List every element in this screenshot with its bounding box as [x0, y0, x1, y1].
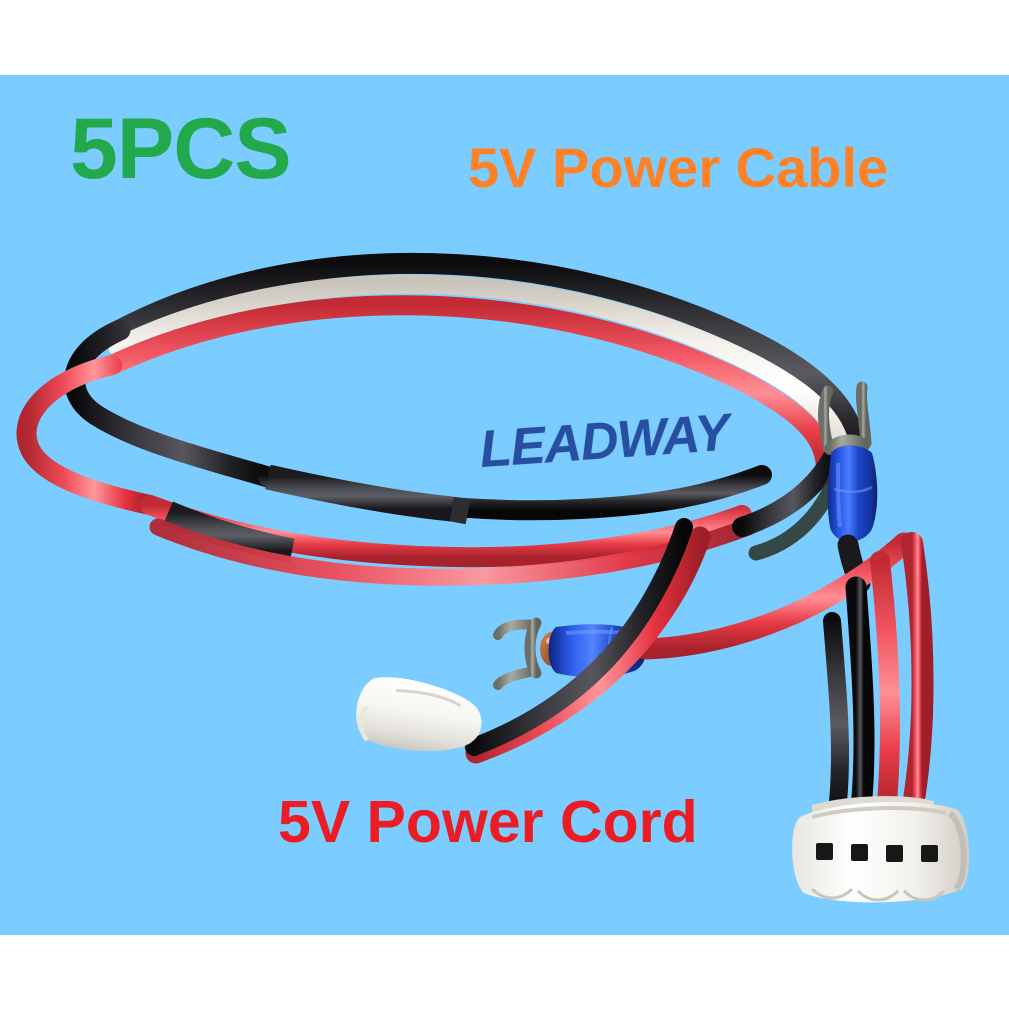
wire-black-to-upper-terminal	[732, 445, 844, 537]
wire-red-left-bend	[16, 355, 160, 515]
product-subtitle: 5V Power Cord	[278, 789, 698, 855]
wire-black-left-bend	[64, 319, 279, 488]
wire-black-to-connector	[845, 576, 875, 828]
wire-red-to-connector-inner	[870, 551, 901, 825]
wire-black-cross-down	[465, 518, 693, 756]
heatshrink-sleeve-black	[265, 464, 471, 525]
quick-disconnect-housing	[356, 677, 482, 751]
heatshrink-sleeve-red	[163, 501, 295, 564]
four-pin-connector	[792, 796, 970, 903]
cable-illustration	[16, 252, 970, 903]
wire-black-loop	[109, 252, 868, 486]
wire-black-to-connector-2	[823, 612, 850, 828]
quantity-label: 5PCS	[70, 101, 292, 197]
product-photo	[0, 75, 1009, 935]
wire-red-to-connector-outer	[901, 532, 934, 822]
wire-red-loop-top	[102, 295, 837, 485]
product-title: 5V Power Cable	[468, 136, 889, 199]
